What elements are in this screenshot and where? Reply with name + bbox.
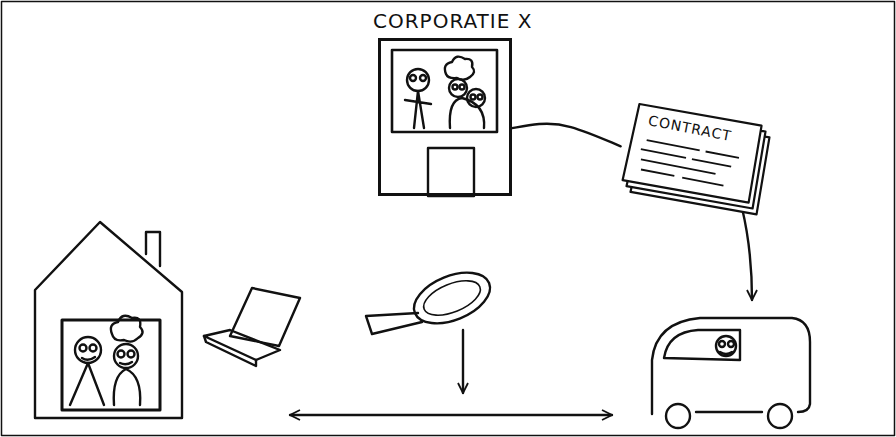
van-illustration-part <box>664 330 740 360</box>
house-illustration-part <box>146 232 160 266</box>
building-illustration-part <box>405 91 431 128</box>
house-illustration-part <box>114 344 138 368</box>
flow-arrows <box>290 208 752 415</box>
van-illustration-part <box>666 404 690 428</box>
laptop-illustration-part <box>204 330 280 360</box>
flow-arrows-part <box>290 414 612 416</box>
van-illustration-part <box>719 341 725 347</box>
van-illustration <box>652 318 810 428</box>
house-illustration-part <box>82 357 95 360</box>
building-illustration-part <box>392 50 497 132</box>
van-illustration-part <box>696 411 762 413</box>
van-illustration-part <box>728 341 734 347</box>
house-illustration-part <box>120 362 132 364</box>
laptop-illustration-part <box>204 336 256 366</box>
laptop-illustration-part <box>230 288 300 346</box>
text-scribble <box>692 159 731 167</box>
van-illustration-part <box>716 336 736 356</box>
building-illustration <box>392 50 497 196</box>
house-illustration-part <box>90 345 97 352</box>
building-illustration-part <box>407 69 429 91</box>
text-scribble <box>641 149 686 158</box>
building-illustration-part <box>471 95 476 100</box>
magnifying-glass-part <box>366 313 422 334</box>
building-heading: CORPORATIE X <box>373 9 532 33</box>
van-illustration-part <box>720 352 732 354</box>
house-illustration-part <box>75 337 101 363</box>
flow-arrows-part <box>742 208 752 300</box>
van-illustration-part <box>768 404 792 428</box>
house-illustration-part <box>111 316 143 342</box>
text-scribble <box>706 152 739 158</box>
contract-document: CONTRACT <box>621 102 774 217</box>
building-illustration-part <box>428 148 474 196</box>
building-illustration-part <box>420 75 426 81</box>
building-illustration-part <box>449 79 467 97</box>
magnifying-glass <box>366 263 497 334</box>
paper-stack <box>621 102 774 217</box>
house-illustration-part <box>80 345 87 352</box>
house-illustration-part <box>118 351 125 358</box>
text-scribble <box>682 178 723 186</box>
magnifying-glass-part <box>419 274 485 322</box>
building-box: CORPORATIE X <box>378 38 512 196</box>
house-illustration-part <box>128 351 135 358</box>
building-illustration-part <box>460 85 465 90</box>
laptop-illustration <box>204 288 300 366</box>
text-scribble <box>647 140 700 150</box>
house-illustration-part <box>70 363 104 405</box>
paper-sheet <box>623 102 764 205</box>
flow-arrows-part <box>462 330 464 393</box>
text-scribble <box>641 170 674 176</box>
building-illustration-part <box>453 85 458 90</box>
building-illustration-part <box>410 75 416 81</box>
paper-stack <box>621 102 774 217</box>
building-illustration-part <box>450 98 484 128</box>
building-illustration-part <box>478 95 483 100</box>
van-illustration-part <box>652 318 810 414</box>
house-illustration <box>35 222 182 418</box>
house-illustration-part <box>35 222 182 418</box>
house-illustration-part <box>114 369 140 405</box>
connector-line <box>512 124 621 147</box>
building-illustration-part <box>445 57 474 80</box>
